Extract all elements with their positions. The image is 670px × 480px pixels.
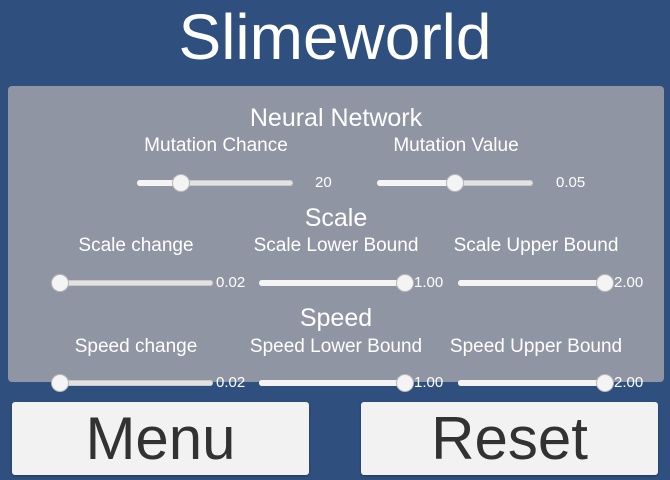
scale-upper-bound-slider[interactable] bbox=[458, 275, 613, 291]
scale-lower-bound-slider[interactable] bbox=[259, 275, 413, 291]
mutation-value-fill bbox=[377, 180, 455, 186]
scale-change-label: Scale change bbox=[78, 235, 194, 256]
speed-change-handle[interactable] bbox=[52, 375, 68, 391]
speed-change-value: 0.02 bbox=[216, 374, 246, 391]
speed-upper-bound-value: 2.00 bbox=[614, 374, 644, 391]
mutation-value-value: 0.05 bbox=[556, 174, 586, 191]
speed-heading: Speed bbox=[299, 304, 373, 332]
mutation-chance-value: 20 bbox=[315, 174, 332, 191]
scale-lower-bound-value: 1.00 bbox=[414, 274, 444, 291]
mutation-chance-slider[interactable] bbox=[137, 175, 293, 191]
scale-upper-bound-value: 2.00 bbox=[614, 274, 644, 291]
speed-change-label: Speed change bbox=[74, 336, 198, 357]
scale-lower-bound-fill bbox=[259, 280, 405, 286]
neural-network-heading: Neural Network bbox=[249, 104, 423, 132]
menu-button[interactable]: Menu bbox=[12, 402, 309, 475]
speed-change-slider[interactable] bbox=[52, 375, 213, 391]
mutation-value-label: Mutation Value bbox=[393, 135, 519, 156]
scale-heading: Scale bbox=[304, 204, 368, 232]
mutation-chance-fill bbox=[137, 180, 181, 186]
speed-lower-bound-handle[interactable] bbox=[397, 375, 413, 391]
speed-lower-bound-value: 1.00 bbox=[414, 374, 444, 391]
scale-upper-bound-label: Scale Upper Bound bbox=[453, 235, 619, 256]
speed-upper-bound-fill bbox=[458, 380, 605, 386]
speed-lower-bound-fill bbox=[259, 380, 405, 386]
scale-lower-bound-handle[interactable] bbox=[397, 275, 413, 291]
speed-lower-bound-label: Speed Lower Bound bbox=[249, 336, 423, 357]
mutation-value-slider[interactable] bbox=[377, 175, 533, 191]
scale-upper-bound-handle[interactable] bbox=[597, 275, 613, 291]
scale-upper-bound-fill bbox=[458, 280, 605, 286]
reset-button[interactable]: Reset bbox=[361, 402, 658, 475]
app-title: Slimeworld bbox=[178, 1, 492, 73]
speed-upper-bound-label: Speed Upper Bound bbox=[449, 336, 623, 357]
speed-upper-bound-handle[interactable] bbox=[597, 375, 613, 391]
speed-lower-bound-slider[interactable] bbox=[259, 375, 413, 391]
scale-change-slider[interactable] bbox=[52, 275, 213, 291]
mutation-value-handle[interactable] bbox=[447, 175, 463, 191]
mutation-chance-handle[interactable] bbox=[172, 175, 189, 191]
scale-change-handle[interactable] bbox=[52, 275, 68, 291]
settings-panel[interactable]: Neural Network Mutation Chance Mutation … bbox=[8, 86, 664, 391]
scale-change-value: 0.02 bbox=[216, 274, 246, 291]
mutation-chance-label: Mutation Chance bbox=[144, 135, 288, 156]
scale-lower-bound-label: Scale Lower Bound bbox=[253, 235, 419, 256]
speed-upper-bound-slider[interactable] bbox=[458, 375, 613, 391]
